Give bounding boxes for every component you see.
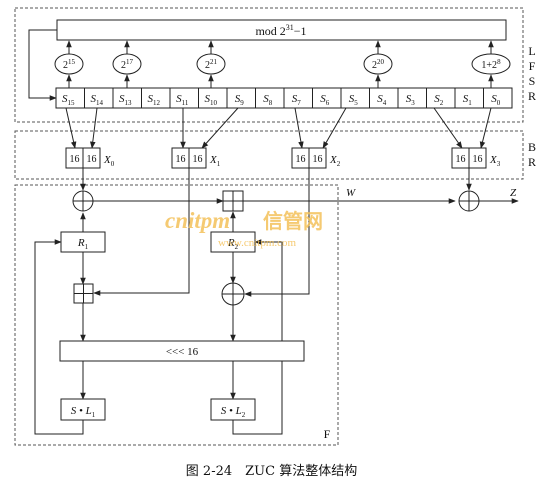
svg-text:16: 16 [87, 154, 97, 165]
lfsr-label-r: R [528, 89, 536, 103]
br-label-b: B [528, 140, 536, 154]
lfsr-cell-s0 [483, 87, 513, 109]
svg-text:16: 16 [193, 154, 203, 165]
mod-add-left [73, 283, 94, 304]
svg-text:R1: R1 [77, 237, 89, 251]
x3-label: X3 [489, 154, 501, 168]
svg-text:S • L1: S • L1 [71, 405, 96, 419]
mod-label: mod 231−1 [255, 23, 306, 38]
xor-output-z [458, 190, 480, 212]
lfsr-cell-label: S9 [235, 93, 245, 107]
x1-label: X1 [209, 154, 221, 168]
mod-add-top [222, 190, 244, 212]
f-frame [14, 184, 339, 446]
svg-text:16: 16 [296, 154, 306, 165]
watermark-url: www.cnitpm.com [218, 237, 297, 249]
lfsr-cell-label: S12 [148, 93, 161, 107]
svg-text:S • L2: S • L2 [221, 405, 246, 419]
xor-r2-x2 [221, 282, 245, 306]
register-r1: R1 [60, 231, 106, 253]
lfsr-frame [14, 7, 524, 123]
br-frame [14, 130, 524, 180]
tap-2-17 [112, 53, 142, 75]
lfsr-label-s: S [529, 74, 536, 88]
tap-2-21 [196, 53, 226, 75]
watermark-cn: 信管网 [263, 209, 323, 233]
watermark-brand: cnitpm [165, 208, 230, 233]
lfsr-register: S15 S14 S13 S12 S11 S10 S9 S8 S7 S6 S5 S4 S3 S2 S1 S0 [55, 87, 513, 109]
feedback-line [28, 29, 57, 101]
tap-2-15 [54, 53, 84, 75]
z-label: Z [510, 187, 517, 199]
tap-2-21-label: 221 [205, 58, 218, 71]
tap-wires [66, 40, 494, 88]
lfsr-cell-label: S2 [434, 93, 444, 107]
svg-text:16: 16 [313, 154, 323, 165]
br-label-r: R [528, 155, 536, 169]
tap-2-20 [363, 53, 393, 75]
svg-text:16: 16 [473, 154, 483, 165]
x0-label: X0 [103, 154, 115, 168]
tap-2-20-label: 220 [372, 58, 385, 71]
figure-caption: 图 2-24 ZUC 算法整体结构 [185, 464, 358, 479]
lfsr-cell-label: S15 [62, 93, 75, 107]
lfsr-cell-label: S0 [491, 93, 501, 107]
br-input-wires [65, 107, 492, 149]
lfsr-cell-label: S11 [176, 93, 189, 107]
tap-1-plus-2-8 [471, 53, 511, 75]
lfsr-cell-label: S7 [292, 93, 302, 107]
lfsr-label-f: F [529, 59, 536, 73]
lfsr-label-l: L [528, 44, 535, 58]
x2-label: X2 [329, 154, 341, 168]
xor-output-w [72, 190, 94, 212]
sl2-box: S • L2 [210, 398, 256, 421]
tap-2-17-label: 217 [121, 58, 134, 71]
f-wires [34, 168, 519, 435]
lfsr-cell-label: S5 [349, 93, 359, 107]
svg-text:R2: R2 [227, 237, 239, 251]
br-x2: 16 16 X2 [291, 147, 341, 169]
br-x3: 16 16 X3 [451, 147, 501, 169]
rotate-label: <<< 16 [166, 346, 199, 358]
lfsr-cell-label: S14 [91, 93, 104, 107]
sl1-box: S • L1 [60, 398, 106, 421]
lfsr-cell-label: S3 [406, 93, 416, 107]
lfsr-cell-label: S4 [377, 93, 387, 107]
svg-text:16: 16 [456, 154, 466, 165]
lfsr-cell-label: S6 [320, 93, 330, 107]
register-r2: R2 [210, 231, 256, 253]
br-x1: 16 16 X1 [171, 147, 221, 169]
lfsr-cell-label: S1 [463, 93, 473, 107]
br-x0: 16 16 X0 [65, 147, 115, 169]
w-label: W [346, 187, 356, 199]
f-label: F [324, 427, 331, 441]
lfsr-cell-label: S13 [119, 93, 132, 107]
lfsr-cell-label: S10 [205, 93, 218, 107]
rotate-box [59, 340, 305, 362]
svg-text:16: 16 [176, 154, 186, 165]
tap-1-plus-2-8-label: 1+28 [481, 58, 501, 71]
svg-text:16: 16 [70, 154, 80, 165]
tap-2-15-label: 215 [63, 58, 76, 71]
lfsr-cell-label: S8 [263, 93, 273, 107]
